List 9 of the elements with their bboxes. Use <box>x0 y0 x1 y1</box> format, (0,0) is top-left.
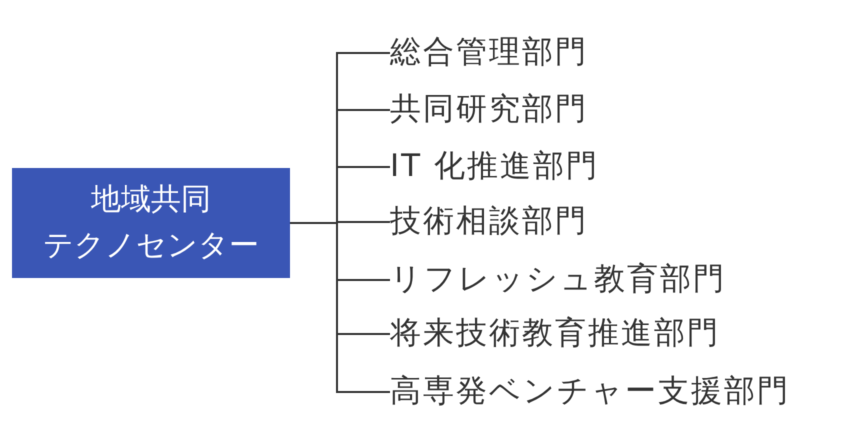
department-label: 将来技術教育推進部門 <box>390 313 720 353</box>
department-label: 技術相談部門 <box>390 201 588 241</box>
department-label: IT 化推進部門 <box>390 146 599 186</box>
department-label: 総合管理部門 <box>390 32 588 72</box>
department-label: 高専発ベンチャー支援部門 <box>390 371 790 411</box>
department-label: 共同研究部門 <box>390 89 588 129</box>
connector-line <box>290 222 390 393</box>
department-label: リフレッシュ教育部門 <box>390 259 726 299</box>
organization-box: 地域共同テクノセンター <box>12 168 290 278</box>
